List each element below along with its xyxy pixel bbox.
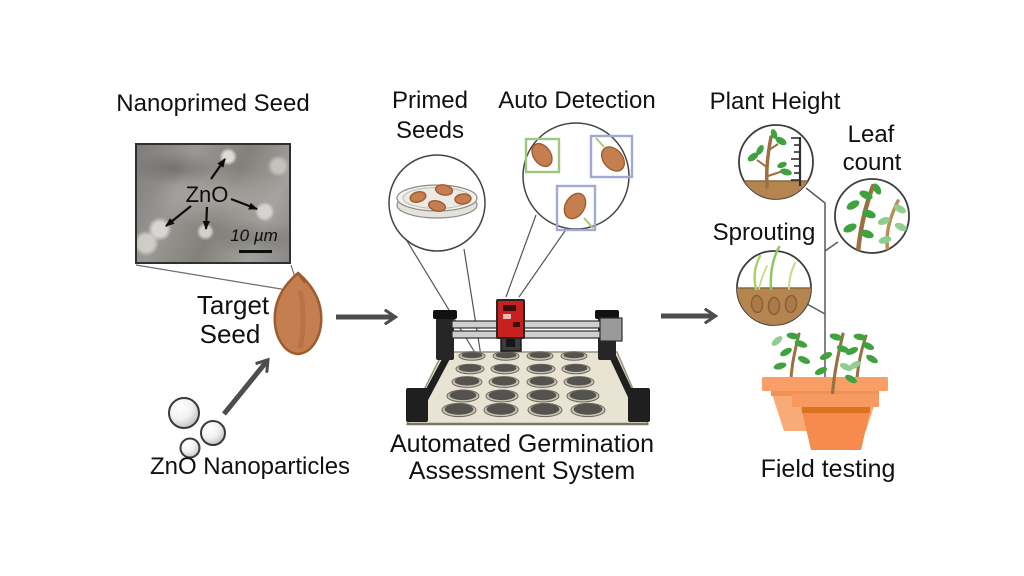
label-sprouting: Sprouting (712, 219, 816, 246)
field-testing-pots (762, 332, 888, 450)
bounding-box-purple-1 (589, 134, 634, 179)
metric-connector-lines (805, 187, 839, 384)
sem-zno-label: ZnO (185, 182, 229, 207)
arrow-nanoparticles-to-seed (222, 361, 267, 416)
label-leaf-count-line1: Leaf (847, 121, 895, 148)
plant-height-circle (738, 124, 814, 200)
petri-dish-seeds (409, 184, 472, 213)
sem-callout-lines (135, 264, 299, 292)
germination-machine (405, 299, 650, 426)
flow-arrows (222, 316, 714, 416)
label-nanoprimed-seed: Nanoprimed Seed (116, 90, 310, 117)
bounding-box-green (524, 137, 561, 174)
label-auto-detection: Auto Detection (498, 87, 656, 114)
label-plant-height: Plant Height (709, 88, 841, 115)
bounding-box-purple-2 (555, 184, 597, 232)
field-plant-leaves (771, 332, 878, 384)
leaf-count-circle (834, 178, 910, 254)
auto-detection-circle (522, 122, 634, 232)
primed-seeds-circle (388, 154, 486, 252)
zno-nanoparticles-illustration (168, 397, 226, 459)
plant-height-leaves (747, 129, 792, 176)
ruler-icon (791, 137, 802, 186)
auto-detection-callout (505, 214, 568, 298)
label-zno-nanoparticles: ZnO Nanoparticles (149, 453, 351, 480)
camera-module (496, 299, 525, 352)
sem-annotation-arrows (165, 158, 258, 231)
label-system-line2: Assessment System (408, 457, 636, 485)
label-target-seed-line1: Target (196, 290, 270, 320)
sprouting-circle (736, 245, 812, 326)
label-system-line1: Automated Germination (389, 430, 655, 458)
sem-scale-bar (239, 250, 272, 253)
label-primed-seeds-line1: Primed (391, 87, 469, 114)
sem-micrograph-image (135, 143, 291, 264)
label-field-testing: Field testing (760, 455, 896, 483)
petri-dish-grid (441, 351, 606, 418)
label-primed-seeds-line2: Seeds (395, 117, 465, 144)
label-target-seed-line2: Seed (199, 319, 261, 349)
target-seed-illustration (273, 271, 323, 356)
sem-scale-text: 10 µm (230, 226, 278, 245)
label-leaf-count-line2: count (842, 149, 902, 176)
